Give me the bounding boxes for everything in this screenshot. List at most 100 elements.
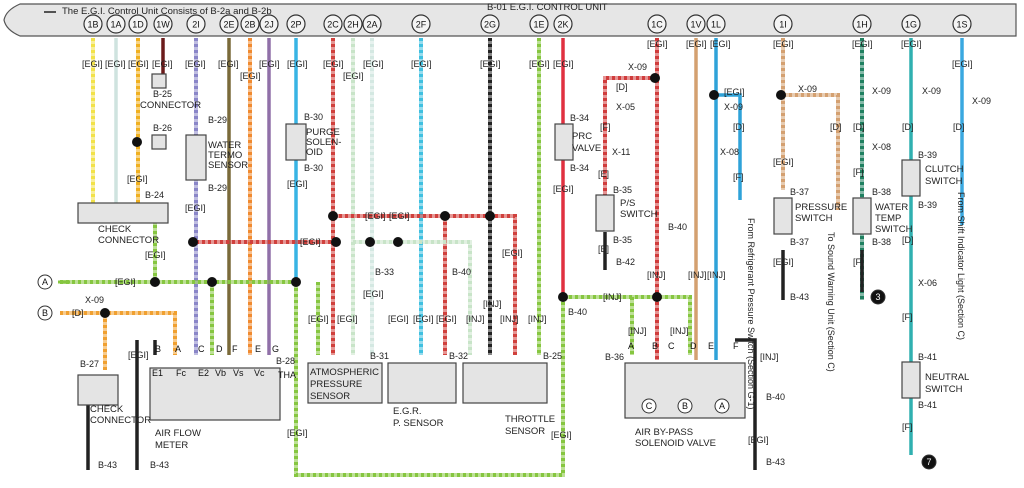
pin-1l-terminal: [706, 14, 726, 34]
wire-label: [INJ]: [500, 314, 519, 324]
wire-label: X-09: [872, 86, 891, 96]
cross-reference-note: From Shift Indicator Light (Section C): [956, 192, 966, 340]
junction-dot: [331, 237, 341, 247]
junction-dot: [150, 277, 160, 287]
reference-marker-label: B: [42, 308, 48, 318]
wire-label: B-29: [208, 115, 227, 125]
wire-red-sensor-bus-dots: [333, 214, 517, 355]
wire-label: [E]: [598, 244, 609, 254]
pin-1v-terminal: [686, 14, 706, 34]
wire-2h-bus-dots: [353, 240, 472, 355]
wire-label: B-29: [208, 183, 227, 193]
wire-label: [EGI]: [127, 174, 148, 184]
component-label: SENSOR: [505, 426, 545, 437]
wire-label: X-11: [612, 147, 630, 157]
wire-label: B-30: [304, 163, 323, 173]
junction-dot: [776, 90, 786, 100]
reference-marker: [641, 398, 657, 414]
wire-inj-bus-dots: [563, 295, 692, 355]
wire-label: [D]: [853, 122, 865, 132]
pin-label: 1C: [651, 20, 663, 30]
pin-1d-terminal: [128, 14, 148, 34]
wire-label: [EGI]: [529, 59, 550, 69]
wire-label: [D]: [902, 122, 914, 132]
wire-label: [F]: [902, 422, 913, 432]
component-label: TERMO: [208, 150, 242, 161]
pin-label: 2E: [223, 20, 234, 30]
wire-label: B-41: [918, 400, 937, 410]
terminal-letter: E: [708, 341, 714, 351]
wire-label: [EGI]: [710, 39, 731, 49]
terminal-letter: B: [155, 344, 161, 354]
pin-2b-terminal: [240, 14, 260, 34]
component-label: CONNECTOR: [140, 100, 201, 111]
wire-label: [E]: [598, 169, 609, 179]
wire-1l-refrigerant: [716, 93, 742, 200]
component-label: CLUTCH: [925, 164, 964, 175]
wire-label: [EGI]: [145, 250, 166, 260]
component-label: CHECK: [98, 224, 132, 235]
wire-label: [EGI]: [952, 59, 973, 69]
cross-reference-note: From Refrigerant Pressure Switch (Sectio…: [746, 218, 756, 410]
egr-p-sensor: [387, 362, 457, 404]
wire-label: [INJ]: [483, 299, 502, 309]
junction-dot: [558, 292, 568, 302]
wire-label: [EGI]: [308, 314, 329, 324]
wire-label: B-35: [613, 185, 632, 195]
wire-label: [INJ]: [603, 292, 622, 302]
component-label: PRESSURE: [795, 202, 847, 213]
clutch-switch: [901, 159, 921, 197]
wire-label: B-31: [370, 351, 389, 361]
terminal-letter: D: [216, 344, 223, 354]
wire-label: [EGI]: [389, 211, 410, 221]
wire-label: [EGI]: [287, 428, 308, 438]
wire-label: [EGI]: [773, 257, 794, 267]
wire-label: [D]: [72, 308, 84, 318]
pin-1h-terminal: [852, 14, 872, 34]
reference-marker: [870, 289, 886, 305]
wire-label: B-38: [872, 187, 891, 197]
wire-label: B-28: [276, 356, 295, 366]
wire-label: B-39: [918, 150, 937, 160]
terminal-letter: G: [272, 344, 279, 354]
reference-marker-label: 7: [926, 457, 931, 467]
wires: [58, 38, 964, 477]
wire-label: [EGI]: [553, 59, 574, 69]
wire-orange-b-dots: [60, 311, 177, 355]
reference-marker-label: A: [719, 401, 725, 411]
terminal-letter: C: [668, 341, 675, 351]
wire-label: X-09: [85, 295, 104, 305]
control-unit-note: The E.G.I. Control Unit Consists of B-2a…: [62, 6, 272, 17]
pressure-switch: [773, 197, 793, 235]
wire-label: [EGI]: [300, 237, 321, 247]
pin-1b-terminal: [83, 14, 103, 34]
junction-dot: [393, 237, 403, 247]
component-label: OID: [306, 147, 323, 158]
wire-egi-bottom-loop-dots: [294, 282, 565, 477]
component-label: TEMP: [875, 213, 901, 224]
wire-label: X-06: [918, 278, 937, 288]
wire-label: X-08: [872, 142, 891, 152]
connector-b25: [151, 73, 167, 89]
terminal-letter: F: [232, 344, 238, 354]
wire-label: [EGI]: [686, 39, 707, 49]
pin-label: 1E: [533, 20, 544, 30]
wire-label: [INJ]: [528, 314, 547, 324]
wire-label: [EGI]: [773, 157, 794, 167]
junction-dot: [440, 211, 450, 221]
wire-label: [F]: [853, 257, 864, 267]
pin-1i-terminal: [773, 14, 793, 34]
reference-marker-label: B: [682, 401, 688, 411]
pin-label: 1A: [110, 20, 121, 30]
wire-label: [D]: [616, 82, 628, 92]
wire-label: [EGI]: [436, 314, 457, 324]
wire-label: B-35: [613, 235, 632, 245]
junction-dot: [709, 90, 719, 100]
component-label: WATER: [875, 202, 908, 213]
wire-label: [INJ]: [670, 326, 689, 336]
water-termo-sensor: [185, 134, 207, 181]
component-label: PRC: [572, 131, 592, 142]
pin-1w-terminal: [153, 14, 173, 34]
wire-1c-ps-switch: [603, 76, 657, 195]
